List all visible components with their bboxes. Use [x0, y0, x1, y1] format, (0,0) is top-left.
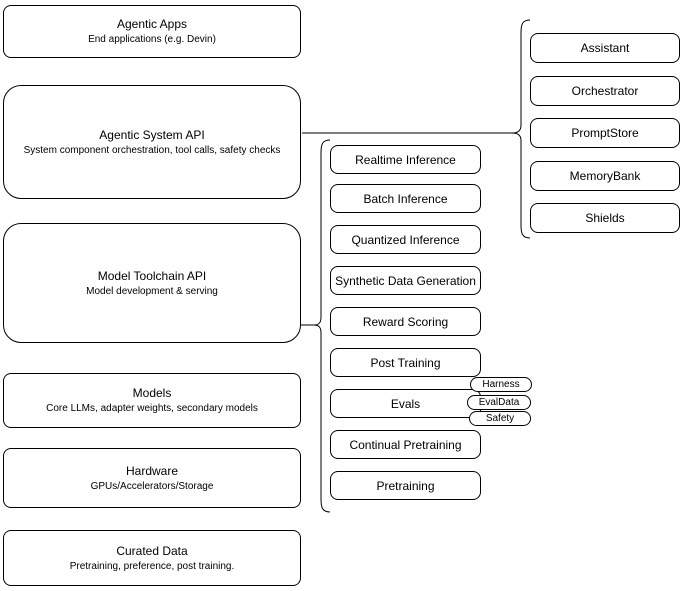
- tag-harness: Harness: [470, 377, 532, 392]
- tag-label: Harness: [482, 378, 520, 390]
- node-label: Continual Pretraining: [349, 437, 462, 452]
- node-title: Curated Data: [116, 543, 188, 558]
- tag-evaldata: EvalData: [467, 395, 531, 410]
- node-quantized-inference: Quantized Inference: [330, 225, 481, 254]
- node-post-training: Post Training: [330, 348, 481, 377]
- node-label: Post Training: [370, 355, 441, 370]
- node-title: Agentic System API: [99, 127, 205, 142]
- node-subtitle: Model development & serving: [86, 285, 218, 297]
- node-evals: Evals: [330, 389, 481, 418]
- node-memorybank: MemoryBank: [530, 161, 680, 191]
- node-title: Agentic Apps: [116, 17, 188, 31]
- node-hardware: Hardware GPUs/Accelerators/Storage: [3, 448, 301, 508]
- node-realtime-inference: Realtime Inference: [330, 145, 481, 174]
- node-synthetic-data-generation: Synthetic Data Generation: [330, 266, 481, 295]
- node-promptstore: PromptStore: [530, 118, 680, 148]
- node-label: Orchestrator: [571, 84, 639, 98]
- tag-label: EvalData: [478, 396, 520, 408]
- node-assistant: Assistant: [530, 33, 680, 63]
- node-title: Model Toolchain API: [97, 268, 207, 283]
- node-shields: Shields: [530, 203, 680, 233]
- node-continual-pretraining: Continual Pretraining: [330, 430, 481, 459]
- node-label: MemoryBank: [569, 169, 641, 183]
- node-label: Assistant: [580, 41, 630, 55]
- node-subtitle: End applications (e.g. Devin): [88, 34, 216, 45]
- node-title: Models: [132, 386, 172, 400]
- node-pretraining: Pretraining: [330, 471, 481, 500]
- node-label: Shields: [585, 211, 625, 225]
- node-models: Models Core LLMs, adapter weights, secon…: [3, 373, 301, 428]
- node-subtitle: Pretraining, preference, post training.: [69, 560, 235, 572]
- node-label: Reward Scoring: [362, 314, 449, 329]
- node-agentic-system-api: Agentic System API System component orch…: [3, 85, 301, 199]
- tag-safety: Safety: [469, 411, 531, 426]
- node-label: Realtime Inference: [355, 152, 456, 167]
- node-label: Batch Inference: [363, 191, 448, 206]
- tag-label: Safety: [485, 412, 515, 424]
- node-label: Evals: [390, 396, 421, 411]
- node-reward-scoring: Reward Scoring: [330, 307, 481, 336]
- system-group-brace: [511, 19, 531, 239]
- node-subtitle: Core LLMs, adapter weights, secondary mo…: [46, 403, 258, 414]
- node-batch-inference: Batch Inference: [330, 184, 481, 213]
- node-label: PromptStore: [571, 126, 639, 140]
- node-subtitle: GPUs/Accelerators/Storage: [90, 480, 214, 492]
- node-curated-data: Curated Data Pretraining, preference, po…: [3, 530, 301, 586]
- node-model-toolchain-api: Model Toolchain API Model development & …: [3, 223, 301, 343]
- toolchain-group-brace: [313, 139, 331, 513]
- node-agentic-apps: Agentic Apps End applications (e.g. Devi…: [3, 5, 301, 58]
- node-label: Quantized Inference: [351, 232, 460, 247]
- node-label: Synthetic Data Generation: [335, 273, 476, 288]
- node-orchestrator: Orchestrator: [530, 76, 680, 106]
- node-title: Hardware: [125, 463, 179, 478]
- node-label: Pretraining: [376, 478, 435, 493]
- node-subtitle: System component orchestration, tool cal…: [23, 144, 281, 156]
